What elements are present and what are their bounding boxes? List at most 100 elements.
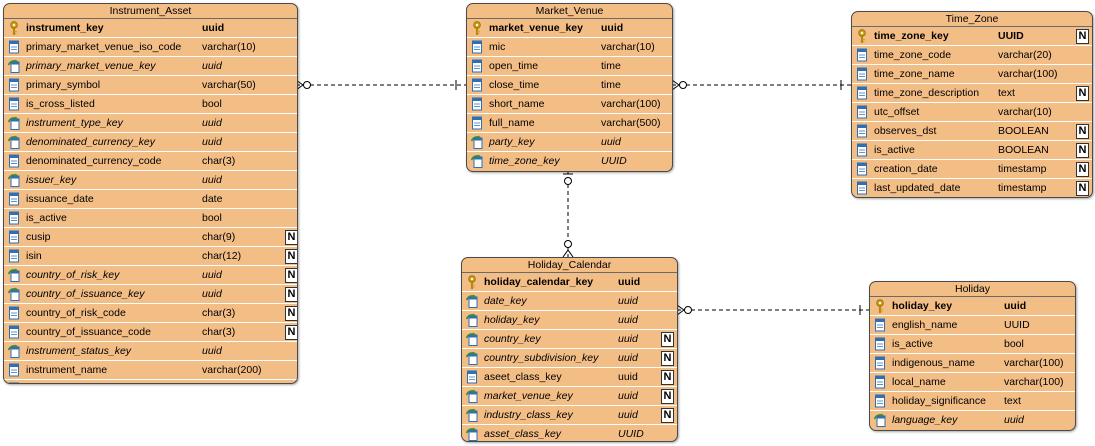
- column-name: date_key: [484, 295, 527, 307]
- column-type: uuid: [202, 269, 222, 281]
- column-icon: [8, 325, 20, 339]
- column-icon: [471, 40, 483, 54]
- column-type: timestamp: [998, 182, 1047, 194]
- column-name: full_name: [489, 117, 535, 129]
- column-type: varchar(10): [202, 41, 256, 53]
- foreign-key-icon: [7, 287, 20, 301]
- column-name: time_zone_key: [489, 155, 560, 167]
- column-row[interactable]: primary_market_venue_iso_code varchar(10): [4, 38, 297, 57]
- column-name: market_venue_key: [489, 22, 583, 34]
- column-type: varchar(20): [998, 49, 1052, 61]
- column-type: uuid: [618, 352, 638, 364]
- column-name: party_key: [489, 136, 535, 148]
- column-type: bool: [1004, 338, 1024, 350]
- column-row[interactable]: issuance_date date: [4, 190, 297, 209]
- foreign-key-icon: [7, 135, 20, 149]
- column-row[interactable]: internal_business_identifiervarchar(20): [4, 380, 297, 383]
- column-icon: [471, 116, 483, 130]
- column-name: holiday_key: [484, 314, 540, 326]
- not-null-icon: N: [1076, 181, 1089, 196]
- column-icon: [8, 211, 20, 225]
- column-name: indigenous_name: [892, 357, 975, 369]
- column-icon: [8, 40, 20, 54]
- column-icon: [466, 370, 478, 384]
- column-type: char(12): [202, 250, 242, 262]
- column-type: uuid: [202, 288, 222, 300]
- column-icon: [8, 97, 20, 111]
- column-type: date: [202, 193, 223, 205]
- foreign-key-icon: [7, 344, 20, 358]
- foreign-key-icon: [465, 332, 478, 346]
- column-icon: [471, 78, 483, 92]
- column-name: mic: [489, 41, 506, 53]
- column-type: varchar(20): [202, 380, 256, 383]
- column-name: language_key: [892, 414, 958, 426]
- column-type: uuid: [618, 295, 638, 307]
- column-type: BOOLEAN: [998, 125, 1049, 137]
- column-row[interactable]: date_key uuid: [462, 292, 677, 311]
- column-name: primary_market_venue_iso_code: [26, 41, 182, 53]
- column-name: instrument_status_key: [26, 345, 132, 357]
- column-name: issuance_date: [26, 193, 94, 205]
- relationship-holiday-calendar-holiday: [676, 304, 869, 316]
- column-name: asset_class_key: [484, 428, 562, 440]
- primary-key-icon: [466, 275, 478, 289]
- column-icon: [8, 78, 20, 92]
- column-icon: [8, 306, 20, 320]
